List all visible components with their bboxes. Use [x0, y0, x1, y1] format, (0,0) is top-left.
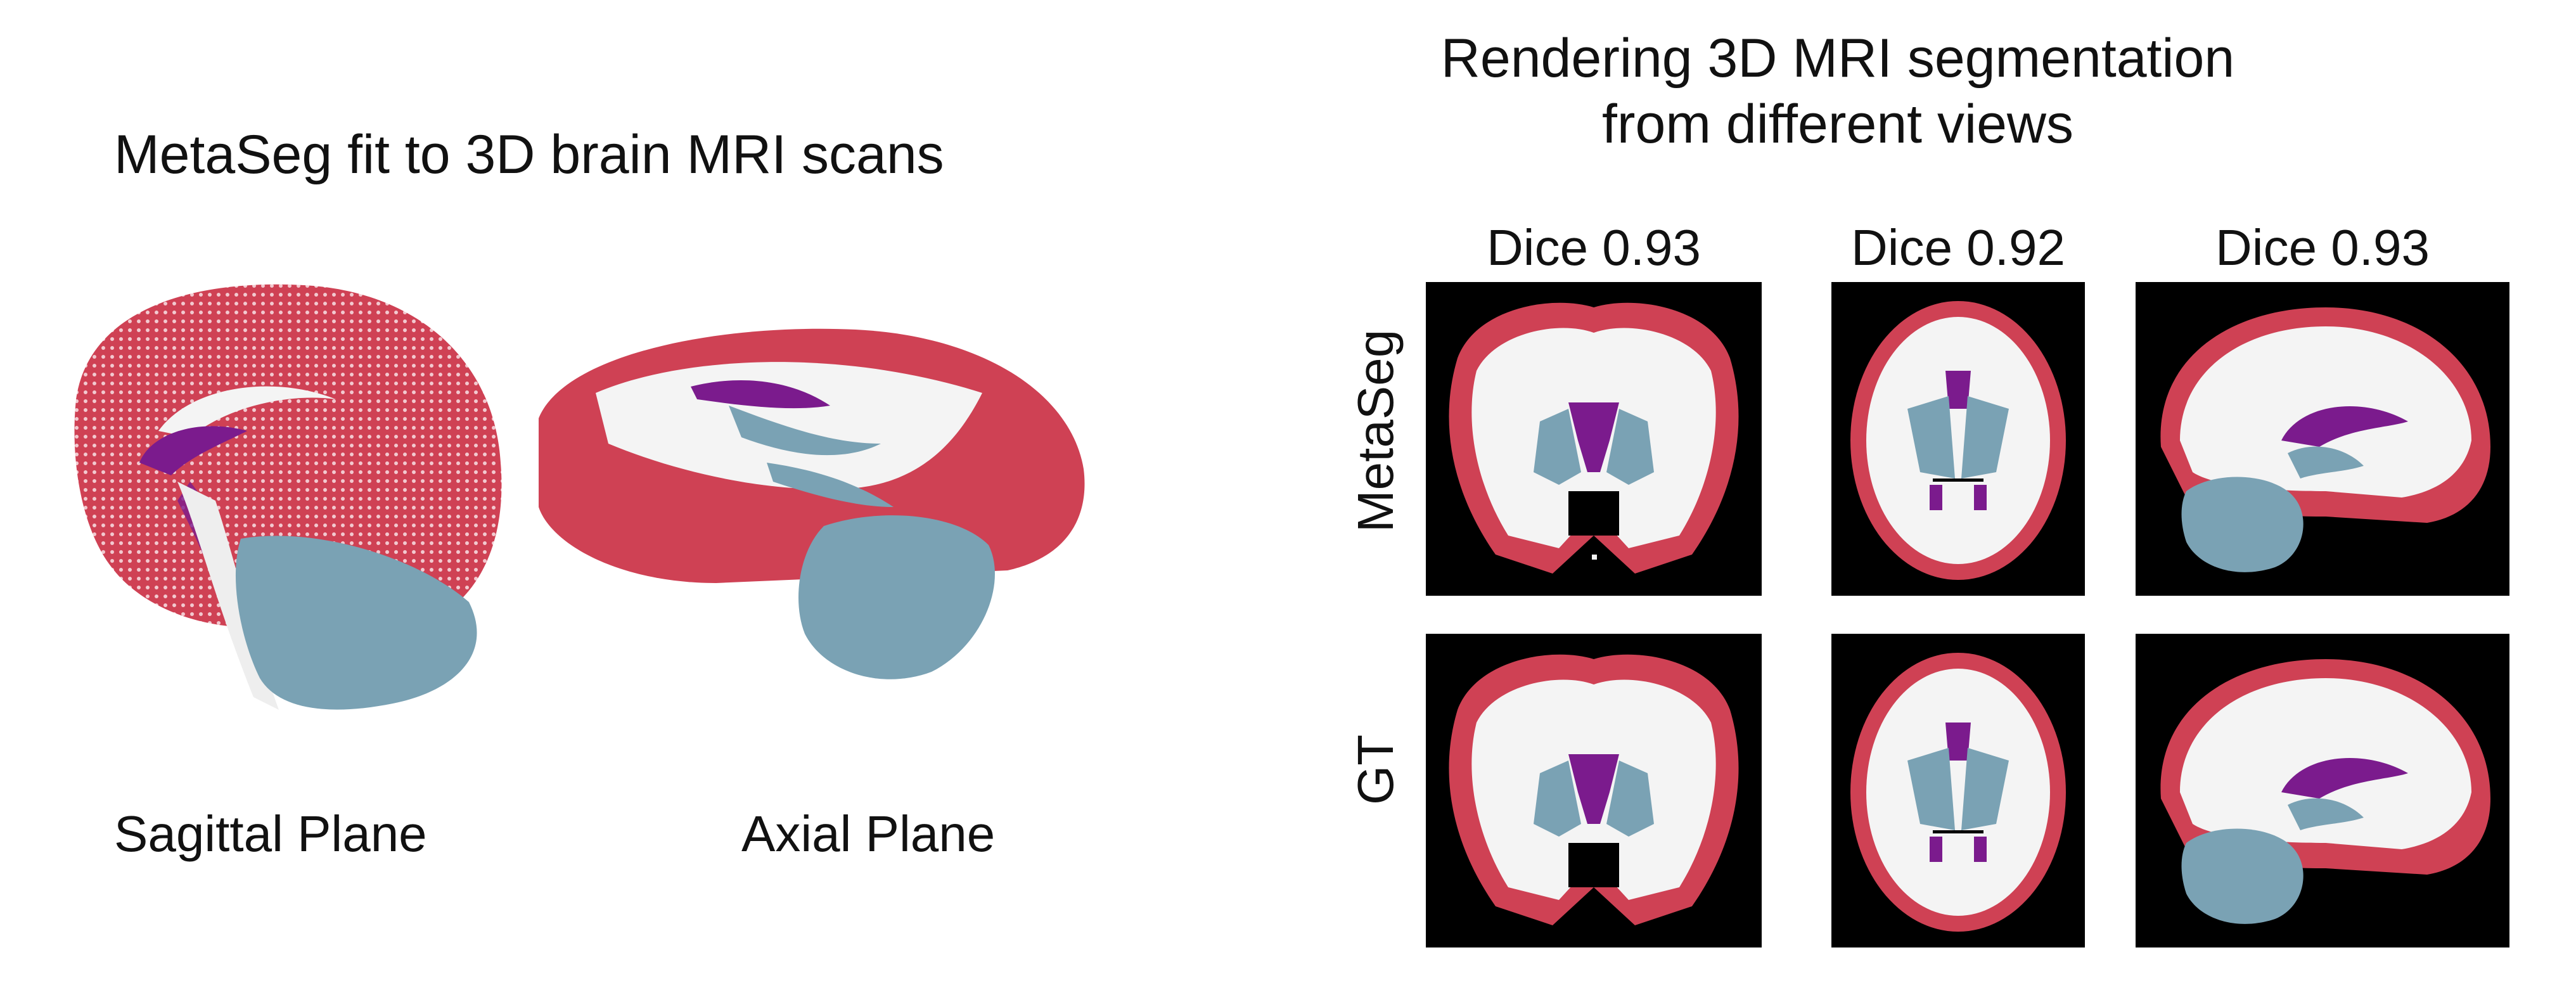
row-label-metaseg: MetaSeg	[1347, 329, 1404, 532]
column-label-sagittal: Dice 0.93	[2215, 219, 2430, 276]
sagittal-plane-label: Sagittal Plane	[114, 806, 427, 862]
axial-slice-icon	[1850, 653, 2066, 932]
coronal-slice-icon	[1449, 302, 1739, 574]
sagittal-3d-render	[63, 273, 520, 742]
gt-sagittal-panel	[2136, 634, 2509, 947]
metaseg-sagittal-panel	[2136, 282, 2509, 596]
metaseg-axial-panel	[1831, 282, 2085, 596]
metaseg-coronal-panel	[1426, 282, 1762, 596]
sagittal-slice-icon	[2160, 307, 2490, 572]
column-label-coronal: Dice 0.93	[1487, 219, 1701, 276]
sagittal-slice-icon	[2160, 659, 2490, 924]
axial-slice-icon	[1850, 301, 2066, 580]
coronal-slice-icon	[1449, 654, 1739, 925]
gt-axial-panel	[1831, 634, 2085, 947]
row-label-gt: GT	[1347, 734, 1404, 805]
axial-3d-brain-render-icon	[539, 328, 1085, 679]
right-title-line1: Rendering 3D MRI segmentation	[1440, 28, 2235, 89]
column-label-axial: Dice 0.92	[1851, 219, 2065, 276]
right-title: Rendering 3D MRI segmentation from diffe…	[1356, 25, 2319, 157]
gt-coronal-panel	[1426, 634, 1762, 947]
axial-3d-render	[526, 317, 1096, 729]
sagittal-3d-brain-render-icon	[74, 284, 502, 710]
right-title-line2: from different views	[1601, 94, 2074, 155]
axial-plane-label: Axial Plane	[741, 806, 996, 862]
left-title: MetaSeg fit to 3D brain MRI scans	[114, 124, 944, 185]
